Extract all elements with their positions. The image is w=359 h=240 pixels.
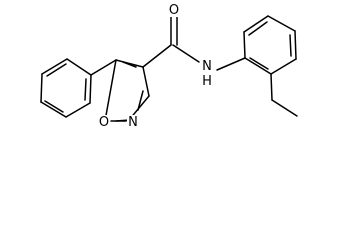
chemical-structure: O N H O N	[40, 3, 298, 130]
atom-symbol-h: H	[202, 74, 212, 89]
bond	[271, 99, 298, 117]
bond	[41, 58, 68, 75]
atom-label-ring-nitrogen: N	[127, 115, 140, 130]
double-bond-inner	[248, 21, 268, 36]
phenyl-ring	[40, 58, 92, 118]
bond	[243, 31, 246, 59]
bond	[104, 59, 117, 122]
isoxazole-ring	[104, 59, 150, 122]
bond	[65, 102, 91, 118]
bond	[244, 57, 272, 75]
atom-label-amide-nh: N H	[201, 58, 214, 89]
atom-symbol-n: N	[202, 59, 212, 74]
double-bond-inner	[249, 57, 269, 70]
bond	[270, 58, 297, 75]
atom-symbol-o: O	[99, 115, 109, 130]
bond	[142, 44, 172, 68]
carboxamide-group	[142, 16, 200, 68]
bond	[66, 58, 92, 76]
bond	[270, 73, 273, 101]
bond	[142, 66, 150, 97]
bond	[172, 44, 200, 63]
double-bond-inner	[46, 63, 67, 77]
bond	[40, 101, 67, 118]
atom-symbol-o: O	[169, 3, 179, 18]
bond	[216, 57, 246, 71]
atom-label-amide-oxygen: O	[168, 3, 180, 18]
atom-symbol-n: N	[128, 115, 138, 130]
bond	[40, 73, 43, 103]
bond	[90, 59, 117, 76]
bond	[89, 74, 92, 104]
double-bond-inner	[289, 34, 292, 57]
bond	[294, 30, 297, 60]
atom-label-ring-oxygen: O	[97, 115, 110, 130]
double-bond-inner	[122, 61, 137, 68]
double-bond-inner	[44, 100, 64, 113]
ethyl-group	[270, 73, 298, 117]
bond	[243, 15, 269, 33]
ethylphenyl-ring	[243, 15, 297, 75]
double-bond-inner	[84, 78, 87, 101]
bond	[115, 59, 144, 68]
double-bond-inner	[137, 90, 144, 111]
bond	[267, 15, 296, 32]
